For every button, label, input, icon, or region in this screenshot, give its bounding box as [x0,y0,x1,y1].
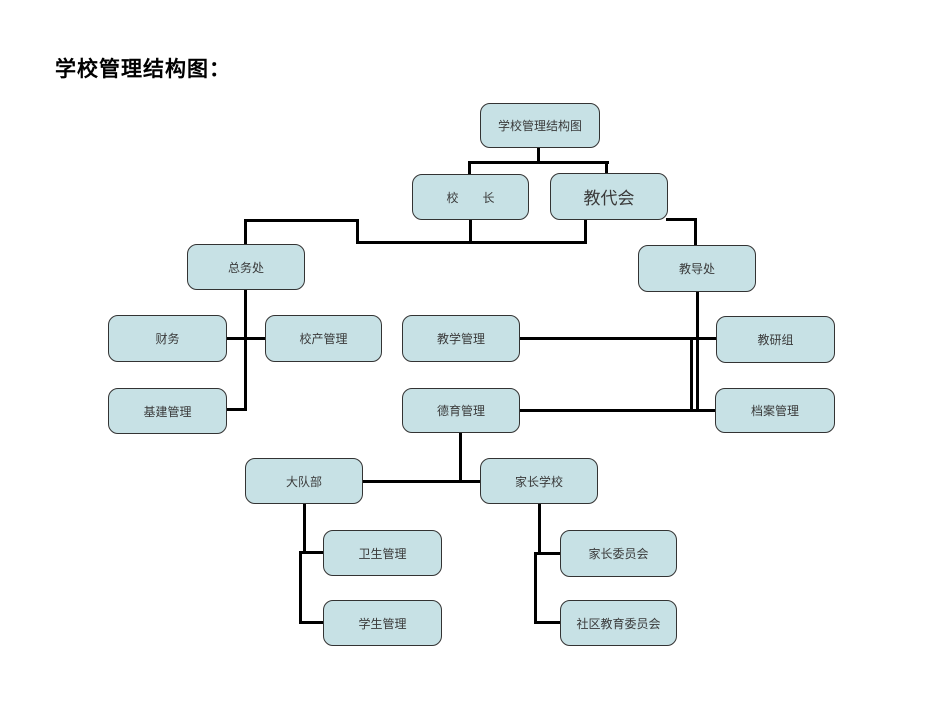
node-student-mgmt: 学生管理 [323,600,442,646]
edge-parentschool-rail [534,552,537,624]
edge-congress-top-stub [605,162,608,173]
edge-dean-office-down-2 [690,338,693,412]
edge-root-stub [537,147,540,164]
edge-bus-elbow-up [356,219,359,244]
edge-congress-right-arm [666,218,697,221]
edge-moral-archives [519,409,716,412]
edge-infrastructure-stub [227,408,247,411]
edge-parentschool-down [538,504,541,554]
node-dean-office: 教导处 [638,245,756,292]
node-finance: 财务 [108,315,227,362]
node-archives: 档案管理 [715,388,835,433]
edge-brigade-rail [299,551,302,624]
node-health: 卫生管理 [323,530,442,576]
edge-health-arm [299,551,324,554]
edge-teaching-research [519,337,717,340]
node-parent-school: 家长学校 [480,458,598,504]
edge-parentcommittee-arm [534,552,561,555]
node-property: 校产管理 [265,315,382,362]
edge-student-arm [299,621,324,624]
edge-brigade-parentschool [363,480,481,483]
edge-dean-office-down [696,291,699,412]
edge-finance-property [227,337,265,340]
edge-moral-down-stub [459,433,462,483]
edge-dean-office-top [694,219,697,246]
edge-community-arm [534,621,561,624]
edge-general-affairs-top [244,221,247,245]
page-title: 学校管理结构图： [55,56,231,81]
node-research-group: 教研组 [716,316,835,363]
node-parent-committee: 家长委员会 [560,530,677,577]
node-principal: 校 长 [412,174,529,220]
edge-brigade-down-stub [303,504,306,553]
edge-bus-left-arm [244,219,359,222]
edge-level1-bar [468,161,609,164]
edge-level2-bus [356,241,587,244]
node-teaching-mgmt: 教学管理 [402,315,520,362]
node-general-affairs: 总务处 [187,244,305,290]
node-community-committee: 社区教育委员会 [560,600,677,646]
node-moral-mgmt: 德育管理 [402,388,520,433]
node-teachers-congress: 教代会 [550,173,668,220]
edge-principal-top-stub [468,162,471,174]
node-infrastructure: 基建管理 [108,388,227,434]
edge-principal-down-stub [469,220,472,244]
node-brigade: 大队部 [245,458,363,504]
node-root: 学校管理结构图 [480,103,600,148]
edge-general-affairs-down [244,290,247,411]
edge-congress-down-stub [584,219,587,244]
